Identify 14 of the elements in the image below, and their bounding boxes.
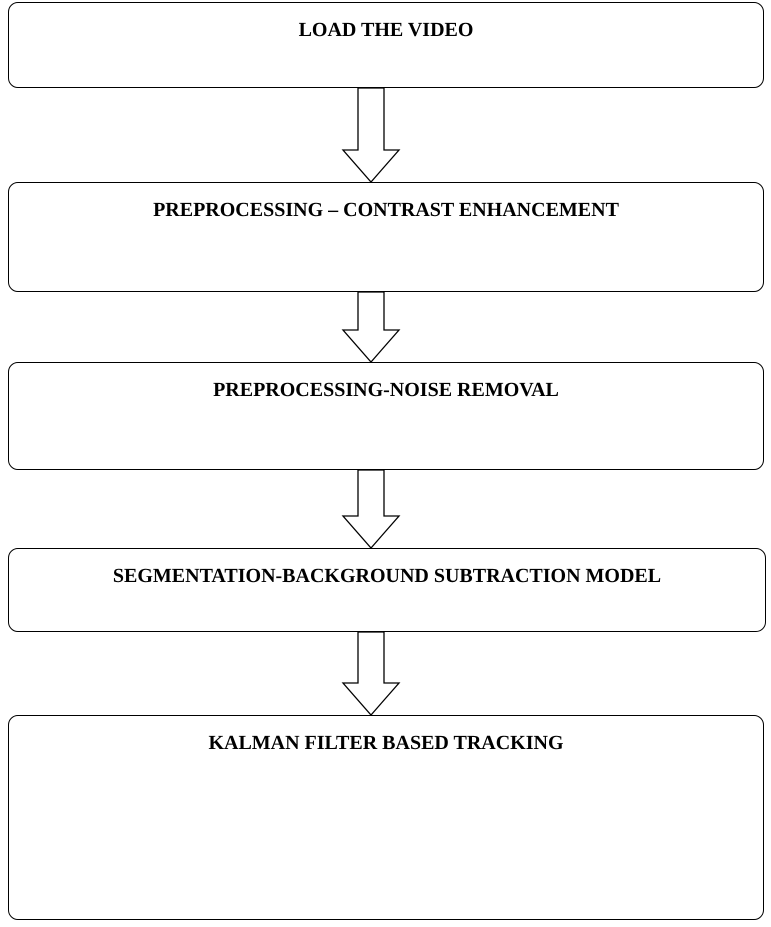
process-box — [8, 362, 764, 470]
box-label: KALMAN FILTER BASED TRACKING — [208, 731, 564, 756]
process-box — [8, 182, 764, 292]
block-arrow — [342, 87, 400, 183]
box-label: PREPROCESSING – CONTRAST ENHANCEMENT — [153, 198, 619, 223]
box-label: PREPROCESSING-NOISE REMOVAL — [213, 378, 559, 403]
process-box — [8, 715, 764, 920]
block-arrow — [342, 291, 400, 363]
process-box — [8, 548, 766, 632]
box-label: SEGMENTATION-BACKGROUND SUBTRACTION MODEL — [112, 564, 662, 589]
block-arrow — [342, 631, 400, 716]
box-label: LOAD THE VIDEO — [298, 18, 474, 43]
block-arrow — [342, 469, 400, 549]
process-box — [8, 2, 764, 88]
